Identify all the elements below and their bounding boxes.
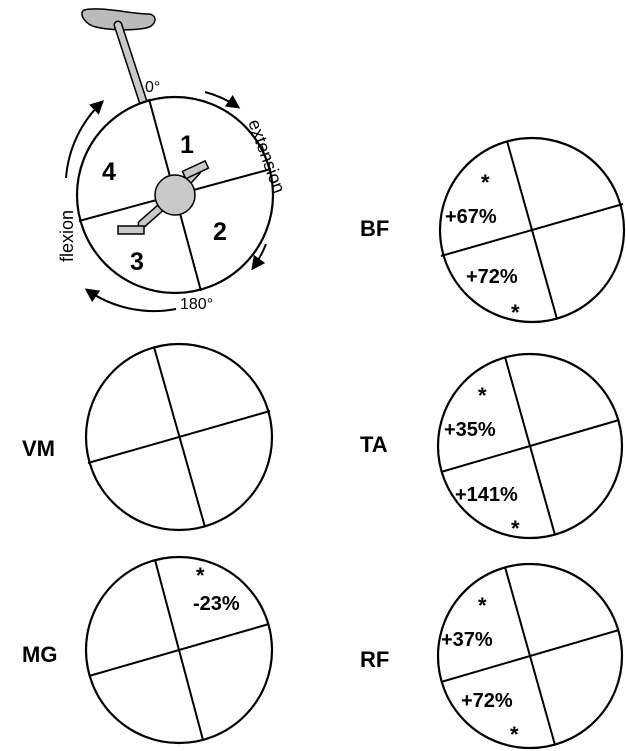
- muscle-label: MG: [22, 642, 57, 667]
- muscle-rf-panel: RF * +37% +72% *: [360, 562, 624, 750]
- muscle-label: TA: [360, 432, 388, 457]
- muscle-mg-panel: MG * -23%: [22, 555, 274, 745]
- angle-0-label: 0°: [145, 79, 160, 96]
- flexion-label: flexion: [57, 210, 77, 262]
- significance-star: *: [478, 383, 487, 408]
- quadrant-1-value: -23%: [193, 593, 240, 615]
- muscle-label: BF: [360, 216, 389, 241]
- quadrant-3-value: +141%: [455, 484, 518, 506]
- arrow-icon: [65, 100, 105, 179]
- pedal-icon: [181, 159, 210, 180]
- quadrant-4-value: +35%: [444, 419, 496, 441]
- quadrant-4-value: +67%: [445, 206, 497, 228]
- arrow-icon: [84, 288, 177, 313]
- arrow-icon: [204, 91, 241, 109]
- quadrant-2-number: 2: [213, 218, 227, 246]
- seat-icon: [81, 8, 156, 31]
- muscle-vm-panel: VM: [22, 342, 274, 532]
- quadrant-3-value: +72%: [461, 690, 513, 712]
- significance-star: *: [511, 516, 520, 541]
- crank-legend-diagram: 1 2 3 4 0° 180° extension flexion: [57, 8, 289, 313]
- quadrant-4-value: +37%: [441, 629, 493, 651]
- muscle-label: VM: [22, 436, 55, 461]
- muscle-bf-panel: BF * +67% +72% *: [360, 136, 626, 325]
- significance-star: *: [196, 563, 205, 588]
- significance-star: *: [511, 300, 520, 325]
- quadrant-3-value: +72%: [466, 266, 518, 288]
- quadrant-3-number: 3: [130, 248, 144, 276]
- significance-star: *: [481, 170, 490, 195]
- quadrant-4-number: 4: [102, 158, 116, 186]
- significance-star: *: [510, 722, 519, 747]
- angle-180-label: 180°: [180, 296, 213, 313]
- arrow-icon: [251, 243, 267, 271]
- pedal-icon: [117, 225, 145, 235]
- hub-icon: [154, 174, 196, 216]
- muscle-ta-panel: TA * +35% +141% *: [360, 352, 624, 541]
- quadrant-1-number: 1: [180, 131, 194, 159]
- significance-star: *: [478, 593, 487, 618]
- muscle-label: RF: [360, 647, 389, 672]
